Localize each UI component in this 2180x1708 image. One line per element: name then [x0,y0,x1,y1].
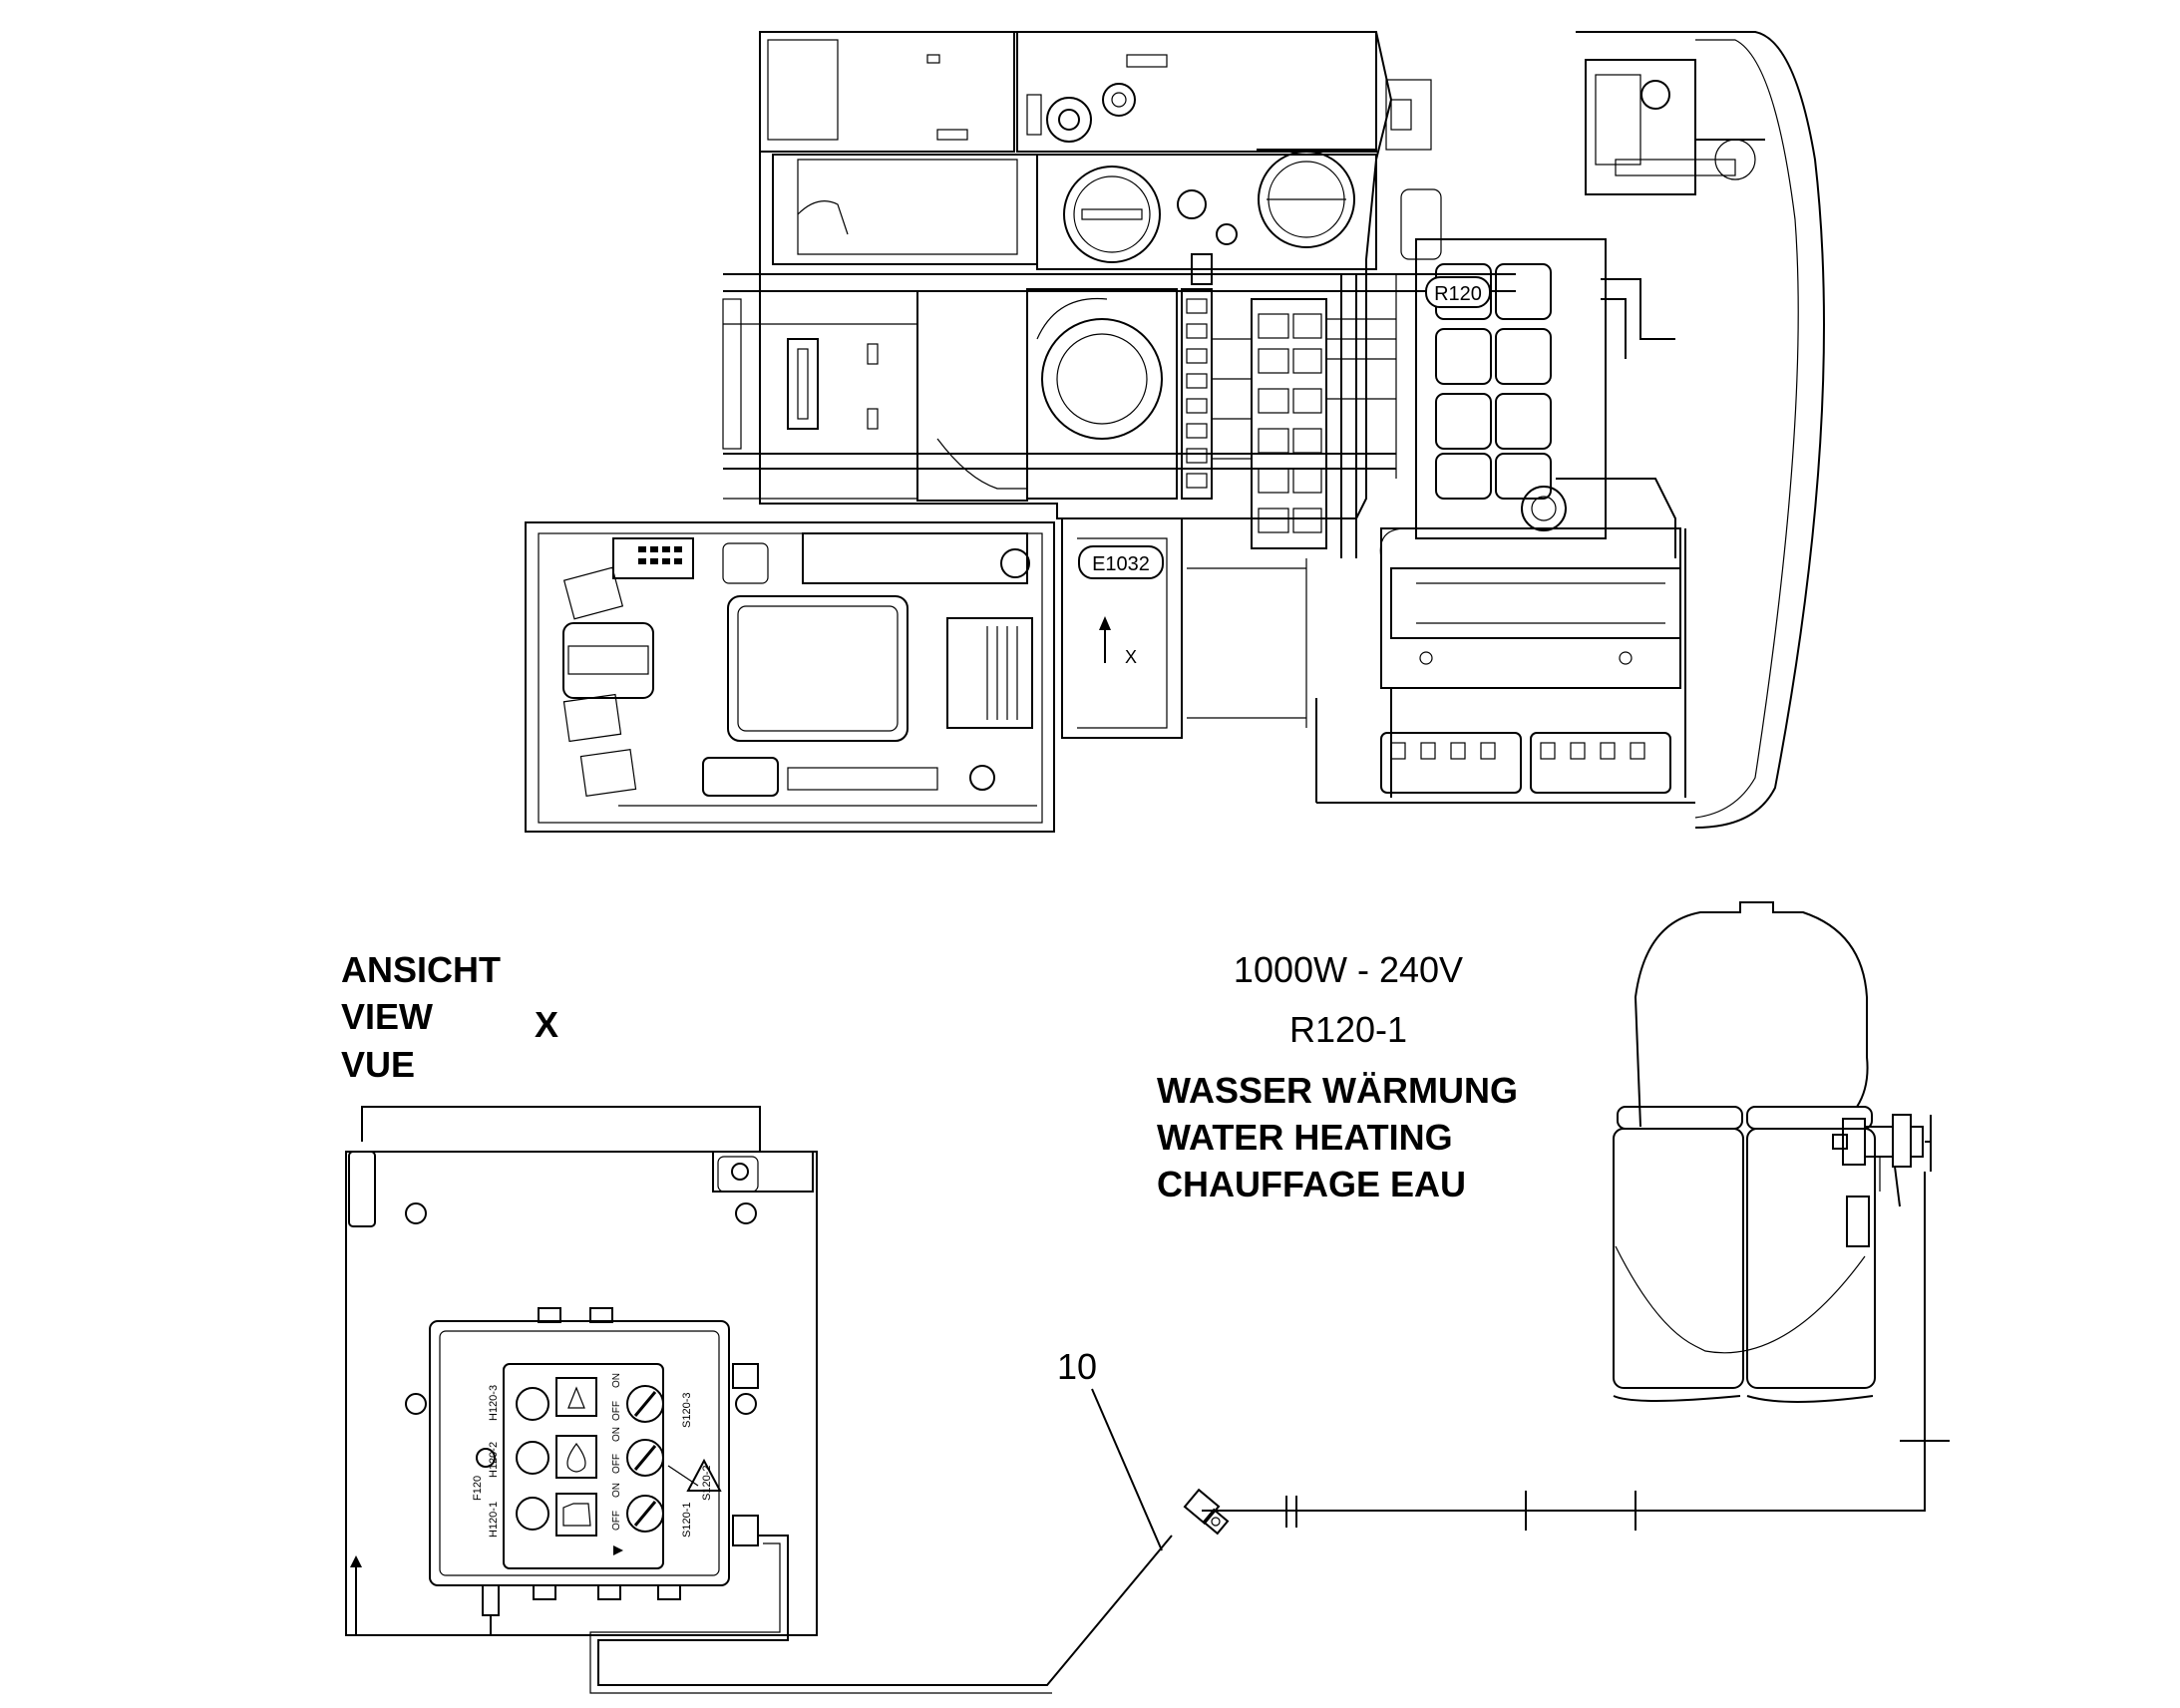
title-fr: CHAUFFAGE EAU [1157,1164,1466,1204]
warning-icon [686,1458,722,1492]
switch-s120-3[interactable] [626,1385,664,1423]
power-rating: 1000W - 240V [1234,949,1463,990]
lamp-h120-3 [516,1387,549,1421]
symbol-heater-icon [555,1377,597,1417]
lamp-h120-1 [516,1497,549,1531]
label-s120-1: S120-1 [681,1503,693,1537]
water-heating-labels: 1000W - 240V R120-1 WASSER WÄRMUNG WATER… [1157,949,1518,1204]
view-x-arrow: X [1099,616,1137,667]
view-x-arrow-label: X [1125,647,1137,667]
title-en: WATER HEATING [1157,1117,1453,1158]
label-off-1: OFF [611,1511,622,1531]
label-off-3: OFF [611,1401,622,1421]
fuse-f120 [476,1448,496,1468]
label-on-2: ON [611,1427,622,1442]
symbol-drop-icon [555,1435,597,1479]
view-label-de: ANSICHT [341,949,501,990]
label-h120-2: H120-2 [488,1442,500,1478]
switch-s120-1[interactable] [626,1495,664,1533]
tag-e1032: E1032 [1078,545,1164,579]
view-letter: X [535,1004,558,1045]
title-de: WASSER WÄRMUNG [1157,1070,1518,1111]
symbol-engine-icon [555,1493,597,1537]
switch-s120-2[interactable] [626,1439,664,1477]
label-on-1: ON [611,1483,622,1498]
tag-e1032-label: E1032 [1092,553,1150,575]
machine-plan-view [525,31,1825,833]
view-label-fr: VUE [341,1044,415,1085]
label-off-2: OFF [611,1454,622,1474]
control-panel: H120-1 F120 H120-2 H120-3 S120-1 S120-2 … [429,1307,759,1616]
component-id: R120-1 [1289,1009,1407,1050]
label-h120-3: H120-3 [488,1385,500,1421]
tag-r120-label: R120 [1434,283,1482,305]
heater-cable [1202,1172,1950,1531]
view-x-heading: ANSICHT VIEW VUE X [341,949,558,1085]
control-box-cables [350,1535,1173,1694]
control-box-plate [345,1106,818,1636]
label-h120-1: H120-1 [488,1502,500,1537]
lamp-h120-2 [516,1441,549,1475]
cable-connector [1183,1488,1230,1536]
label-s120-2: S120-2 [701,1466,713,1501]
label-f120: F120 [472,1476,484,1501]
item-number: 10 [1057,1346,1097,1387]
item-10-callout: 10 [1057,1346,1163,1551]
tag-r120: R120 [1425,276,1491,308]
view-label-en: VIEW [341,996,433,1037]
water-tank [1613,901,1932,1403]
label-s120-3: S120-3 [681,1393,693,1428]
label-on-3: ON [611,1373,622,1388]
